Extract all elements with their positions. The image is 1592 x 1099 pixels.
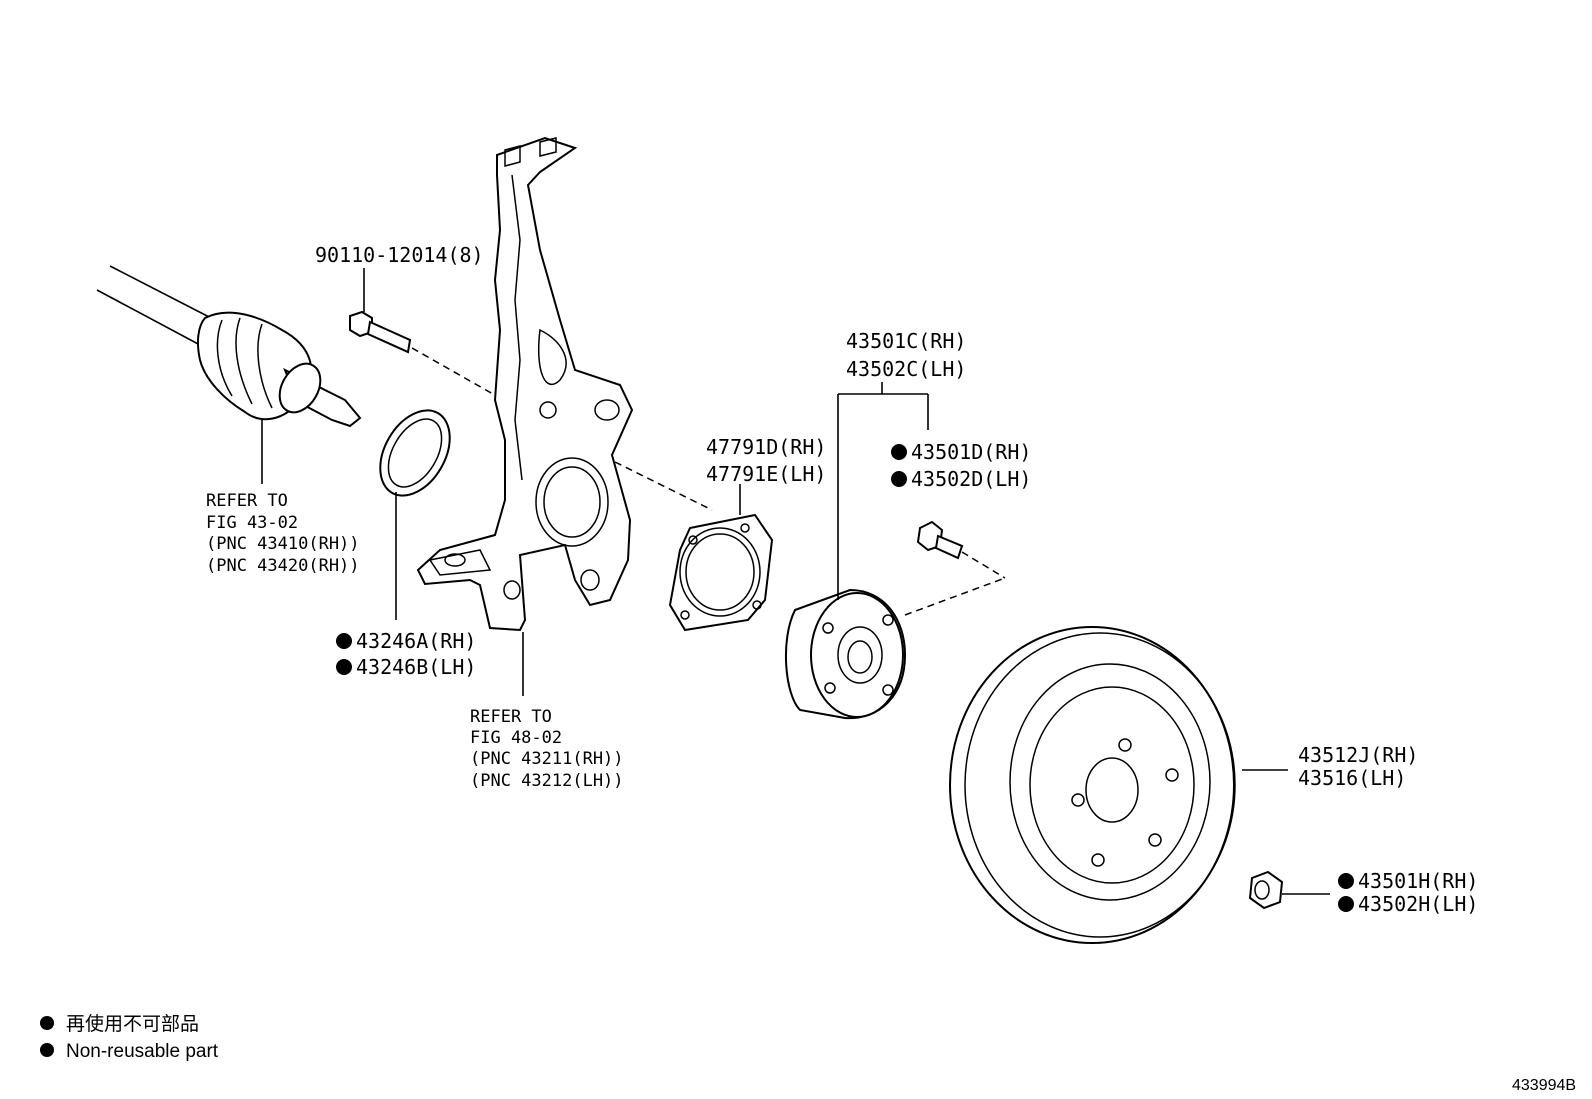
- drive-shaft-illustration: [96, 265, 362, 484]
- knuckle-pnc-lh: (PNC 43212(LH)): [470, 771, 624, 791]
- non-reusable-marker-icon: [1338, 873, 1354, 889]
- hub-bolt-lh-part-number: 43502D(LH): [911, 467, 1031, 491]
- dust-cover-lh-part-number: 47791E(LH): [706, 462, 826, 486]
- legend-marker-icon: [40, 1016, 54, 1030]
- bolt-part-number: 90110-12014(8): [315, 243, 484, 267]
- hub-nut-illustration: [1248, 870, 1330, 910]
- dust-seal-ring-illustration: [379, 409, 451, 620]
- axle-refer-line-2: FIG 43-02: [206, 513, 298, 533]
- knuckle-bolt-illustration: [349, 268, 501, 399]
- knuckle-refer-line-2: FIG 48-02: [470, 728, 562, 748]
- axle-hub-illustration: [785, 382, 1006, 720]
- hub-rh-part-number: 43501C(RH): [846, 329, 966, 353]
- legend: 再使用不可部品 Non-reusable part: [40, 1013, 219, 1062]
- hub-bolt-illustration: [916, 520, 1006, 579]
- legend-english: Non-reusable part: [66, 1041, 219, 1062]
- axle-pnc-lh: (PNC 43420(RH)): [206, 556, 360, 576]
- nut-rh-part-number: 43501H(RH): [1358, 869, 1478, 893]
- brake-disc-illustration: [949, 626, 1288, 944]
- non-reusable-marker-icon: [891, 444, 907, 460]
- nut-lh-part-number: 43502H(LH): [1358, 892, 1478, 916]
- legend-japanese: 再使用不可部品: [66, 1013, 199, 1035]
- dust-seal-rh-part-number: 43246A(RH): [356, 629, 476, 653]
- axle-pnc-rh: (PNC 43410(RH)): [206, 534, 360, 554]
- non-reusable-marker-icon: [336, 633, 352, 649]
- axle-refer-line-1: REFER TO: [206, 491, 288, 511]
- knuckle-refer-line-1: REFER TO: [470, 707, 552, 727]
- disc-lh-part-number: 43516(LH): [1298, 766, 1406, 790]
- non-reusable-marker-icon: [891, 471, 907, 487]
- knuckle-pnc-rh: (PNC 43211(RH)): [470, 749, 624, 769]
- legend-marker-icon: [40, 1043, 54, 1057]
- steering-knuckle-illustration: [416, 136, 713, 696]
- figure-id: 433994B: [1512, 1077, 1576, 1094]
- hub-lh-part-number: 43502C(LH): [846, 357, 966, 381]
- disc-rh-part-number: 43512J(RH): [1298, 743, 1418, 767]
- dust-seal-lh-part-number: 43246B(LH): [356, 655, 476, 679]
- non-reusable-marker-icon: [1338, 896, 1354, 912]
- non-reusable-marker-icon: [336, 659, 352, 675]
- dust-cover-illustration: [668, 484, 774, 632]
- hub-bolt-rh-part-number: 43501D(RH): [911, 440, 1031, 464]
- dust-cover-rh-part-number: 47791D(RH): [706, 435, 826, 459]
